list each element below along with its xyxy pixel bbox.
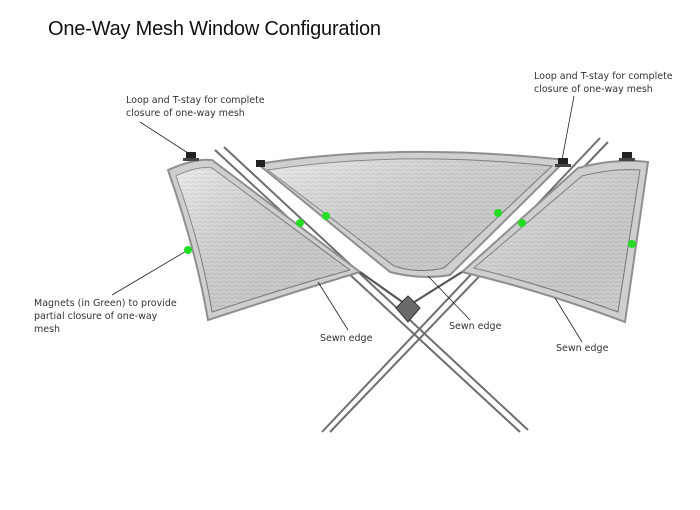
callout-sewn-edge-left: Sewn edge <box>320 333 373 344</box>
callout-loop-left: Loop and T-stay for complete closure of … <box>126 95 268 119</box>
center-mesh-panel <box>255 150 569 278</box>
magnet-dot <box>494 209 502 217</box>
loop-tstay-icon-far-right <box>619 152 635 161</box>
magnet-dot <box>628 240 636 248</box>
callout-sewn-edge-right: Sewn edge <box>556 343 609 354</box>
magnet-dot <box>518 219 526 227</box>
callout-loop-right: Loop and T-stay for complete closure of … <box>534 71 676 95</box>
leader-lines <box>111 95 583 343</box>
right-mesh-panel <box>459 159 650 324</box>
loop-tstay-icon-left <box>183 152 199 161</box>
callout-sewn-edge-center: Sewn edge <box>449 321 502 332</box>
magnet-dot <box>296 219 304 227</box>
loop-tstay-icon-right <box>555 158 571 167</box>
callout-magnets: Magnets (in Green) to provide partial cl… <box>34 298 180 335</box>
page-title: One-Way Mesh Window Configuration <box>48 18 381 40</box>
magnet-dot <box>322 212 330 220</box>
frame-tubes-front <box>359 271 463 307</box>
magnet-dot <box>184 246 192 254</box>
loop-tstay-icon-center-left <box>256 160 265 167</box>
magnets <box>184 209 636 254</box>
left-mesh-panel <box>166 158 363 322</box>
frame-hub <box>395 295 421 323</box>
